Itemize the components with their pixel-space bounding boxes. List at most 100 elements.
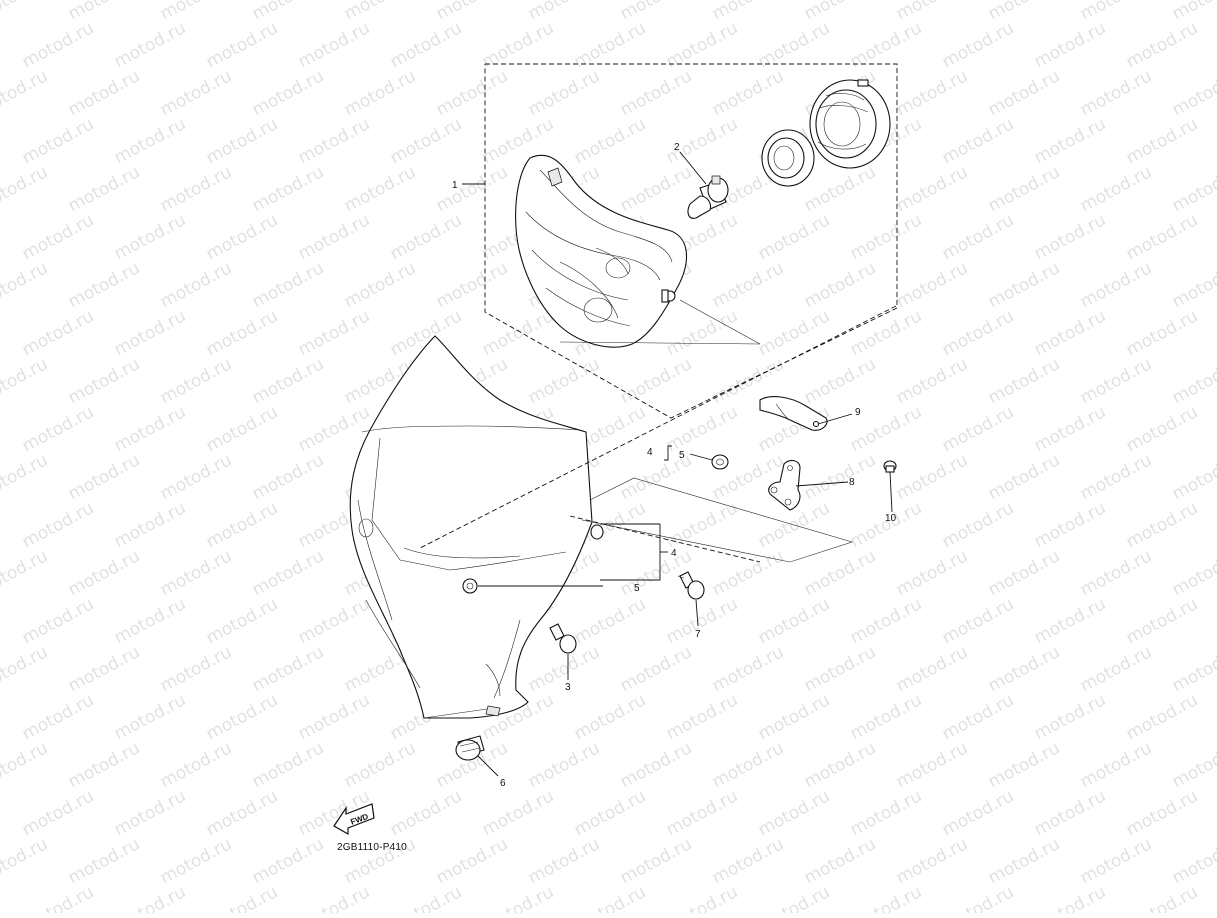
watermark-text: motod.ru bbox=[939, 210, 1017, 264]
watermark-text: motod.ru bbox=[1077, 66, 1155, 120]
watermark-text: motod.ru bbox=[847, 690, 925, 744]
watermark-text: motod.ru bbox=[1169, 354, 1217, 408]
watermark-text: motod.ru bbox=[1031, 690, 1109, 744]
watermark-text: motod.ru bbox=[433, 834, 511, 888]
watermark-text: motod.ru bbox=[847, 210, 925, 264]
watermark-text: motod.ru bbox=[157, 354, 235, 408]
watermark-text: motod.ru bbox=[1077, 162, 1155, 216]
callout-2: 2 bbox=[674, 142, 680, 153]
watermark-text: motod.ru bbox=[157, 0, 235, 24]
watermark-text: motod.ru bbox=[1031, 402, 1109, 456]
watermark-text: motod.ru bbox=[295, 18, 373, 72]
watermark-text: motod.ru bbox=[1123, 498, 1201, 552]
watermark-text: motod.ru bbox=[65, 834, 143, 888]
watermark-text: motod.ru bbox=[0, 642, 51, 696]
watermark-text: motod.ru bbox=[111, 114, 189, 168]
watermark-text: motod.ru bbox=[755, 210, 833, 264]
watermark-text: motod.ru bbox=[985, 834, 1063, 888]
watermark-text: motod.ru bbox=[939, 690, 1017, 744]
watermark-text: motod.ru bbox=[111, 402, 189, 456]
callout-5a: 5 bbox=[679, 450, 685, 461]
watermark-text: motod.ru bbox=[249, 258, 327, 312]
watermark-text: motod.ru bbox=[1169, 834, 1217, 888]
watermark-text: motod.ru bbox=[387, 786, 465, 840]
watermark-text: motod.ru bbox=[893, 258, 971, 312]
watermark-text: motod.ru bbox=[663, 882, 741, 913]
watermark-text: motod.ru bbox=[0, 738, 51, 792]
watermark-text: motod.ru bbox=[387, 882, 465, 913]
watermark-text: motod.ru bbox=[1031, 18, 1109, 72]
alignment-line-d bbox=[559, 341, 761, 345]
watermark-text: motod.ru bbox=[525, 834, 603, 888]
callout-5b: 5 bbox=[634, 583, 640, 594]
watermark-text: motod.ru bbox=[203, 690, 281, 744]
watermark-text: motod.ru bbox=[939, 786, 1017, 840]
watermark-text: motod.ru bbox=[65, 354, 143, 408]
callout-3: 3 bbox=[565, 682, 571, 693]
mounting-plane-outline bbox=[581, 477, 854, 563]
watermark-text: motod.ru bbox=[571, 690, 649, 744]
watermark-text: motod.ru bbox=[65, 738, 143, 792]
watermark-text: motod.ru bbox=[157, 738, 235, 792]
watermark-text: motod.ru bbox=[433, 0, 511, 24]
watermark-text: motod.ru bbox=[0, 834, 51, 888]
watermark-text: motod.ru bbox=[157, 642, 235, 696]
watermark-text: motod.ru bbox=[295, 594, 373, 648]
watermark-text: motod.ru bbox=[893, 450, 971, 504]
watermark-text: motod.ru bbox=[295, 210, 373, 264]
watermark-text: motod.ru bbox=[939, 594, 1017, 648]
watermark-text: motod.ru bbox=[801, 642, 879, 696]
watermark-text: motod.ru bbox=[663, 402, 741, 456]
callout-6: 6 bbox=[500, 778, 506, 789]
watermark-text: motod.ru bbox=[893, 162, 971, 216]
watermark-text: motod.ru bbox=[249, 642, 327, 696]
watermark-text: motod.ru bbox=[433, 258, 511, 312]
watermark-text: motod.ru bbox=[801, 0, 879, 24]
watermark-text: motod.ru bbox=[1123, 210, 1201, 264]
watermark-text: motod.ru bbox=[433, 66, 511, 120]
watermark-text: motod.ru bbox=[1169, 546, 1217, 600]
watermark-text: motod.ru bbox=[801, 354, 879, 408]
watermark-text: motod.ru bbox=[1031, 306, 1109, 360]
watermark-text: motod.ru bbox=[755, 306, 833, 360]
watermark-text: motod.ru bbox=[1169, 642, 1217, 696]
screw-10 bbox=[883, 460, 897, 473]
watermark-text: motod.ru bbox=[157, 258, 235, 312]
watermark-text: motod.ru bbox=[525, 0, 603, 24]
watermark-text: motod.ru bbox=[0, 66, 51, 120]
watermark-text: motod.ru bbox=[1077, 546, 1155, 600]
watermark-text: motod.ru bbox=[111, 690, 189, 744]
watermark-text: motod.ru bbox=[249, 450, 327, 504]
watermark-text: motod.ru bbox=[985, 162, 1063, 216]
watermark-text: motod.ru bbox=[19, 306, 97, 360]
watermark-text: motod.ru bbox=[249, 354, 327, 408]
watermark-text: motod.ru bbox=[0, 450, 51, 504]
watermark-text: motod.ru bbox=[19, 594, 97, 648]
callout-9: 9 bbox=[855, 407, 861, 418]
watermark-text: motod.ru bbox=[1077, 642, 1155, 696]
watermark-text: motod.ru bbox=[847, 594, 925, 648]
watermark-text: motod.ru bbox=[341, 738, 419, 792]
watermark-text: motod.ru bbox=[249, 0, 327, 24]
watermark-text: motod.ru bbox=[341, 258, 419, 312]
watermark-text: motod.ru bbox=[111, 594, 189, 648]
watermark-text: motod.ru bbox=[1077, 834, 1155, 888]
watermark-text: motod.ru bbox=[801, 258, 879, 312]
watermark-text: motod.ru bbox=[525, 66, 603, 120]
watermark-text: motod.ru bbox=[939, 498, 1017, 552]
watermark-text: motod.ru bbox=[65, 258, 143, 312]
watermark-text: motod.ru bbox=[203, 402, 281, 456]
watermark-text: motod.ru bbox=[387, 210, 465, 264]
watermark-text: motod.ru bbox=[249, 738, 327, 792]
watermark-text: motod.ru bbox=[479, 306, 557, 360]
watermark-text: motod.ru bbox=[893, 66, 971, 120]
watermark-text: motod.ru bbox=[111, 882, 189, 913]
watermark-text: motod.ru bbox=[65, 0, 143, 24]
watermark-text: motod.ru bbox=[157, 450, 235, 504]
callout-4b: 4 bbox=[671, 548, 677, 559]
watermark-text: motod.ru bbox=[0, 0, 51, 24]
watermark-text: motod.ru bbox=[249, 834, 327, 888]
watermark-text: motod.ru bbox=[157, 834, 235, 888]
watermark-text: motod.ru bbox=[617, 546, 695, 600]
